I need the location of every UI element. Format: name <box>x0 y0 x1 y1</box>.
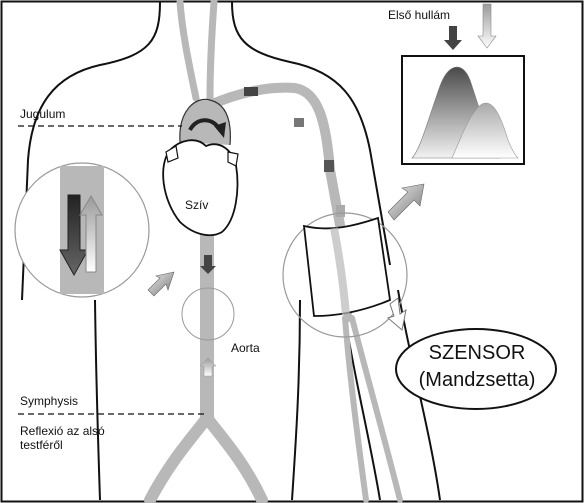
cuff-zoom-circle <box>282 212 408 338</box>
iliac-left <box>144 412 213 503</box>
sensor-ellipse <box>395 328 557 410</box>
aorta-zoom-circle <box>181 287 235 341</box>
forearm-vessel-1 <box>342 315 369 503</box>
aorta-up-arrow-icon <box>199 357 217 377</box>
wave-down-arrow-icon <box>59 194 89 277</box>
marker-3 <box>324 160 334 172</box>
heart-vessel-stub-1 <box>165 145 179 163</box>
magnified-vessel-view <box>14 162 150 298</box>
heart-label: Szív <box>185 198 209 212</box>
cuff-to-sensor-arrow-icon <box>387 297 407 331</box>
iliac-right <box>201 412 268 503</box>
subclavian-artery <box>205 82 345 230</box>
heart-vessel-stub-2 <box>227 151 239 167</box>
forearm-vessel-2 <box>349 315 403 503</box>
reflected-wave-curve <box>451 102 519 159</box>
first-wave-label: Első hullám <box>388 8 451 22</box>
first-wave-down-arrow-icon <box>444 26 462 50</box>
sensor-label-line1: SZENSOR <box>428 342 526 364</box>
arch-arrow-head <box>214 122 226 138</box>
symphysis-label: Symphysis <box>20 394 79 408</box>
marker-1 <box>244 87 258 96</box>
sensor-label-line2: (Mandzsetta) <box>418 369 536 391</box>
cuff-vessel-overlay <box>330 227 350 316</box>
aorta-down-arrow-icon <box>200 255 216 274</box>
reflected-wave-down-arrow-icon <box>477 3 497 49</box>
jugulum-label: Jugulum <box>20 107 66 121</box>
magnify-pointer-arrow-icon <box>147 271 175 297</box>
reflected-wave-up-arrow-icon <box>79 195 103 273</box>
heart <box>162 139 239 237</box>
reflection-label: Reflexió az alsó testféről <box>20 424 105 452</box>
cuff-sensor-band <box>302 216 391 317</box>
carotid-left <box>176 0 200 102</box>
cuff-to-wave-arrow-icon <box>387 183 425 221</box>
marker-4 <box>336 205 345 217</box>
marker-2 <box>294 118 304 127</box>
carotid-right <box>206 0 218 102</box>
waveform-panel <box>401 55 525 165</box>
aorta-label: Aorta <box>231 341 260 355</box>
